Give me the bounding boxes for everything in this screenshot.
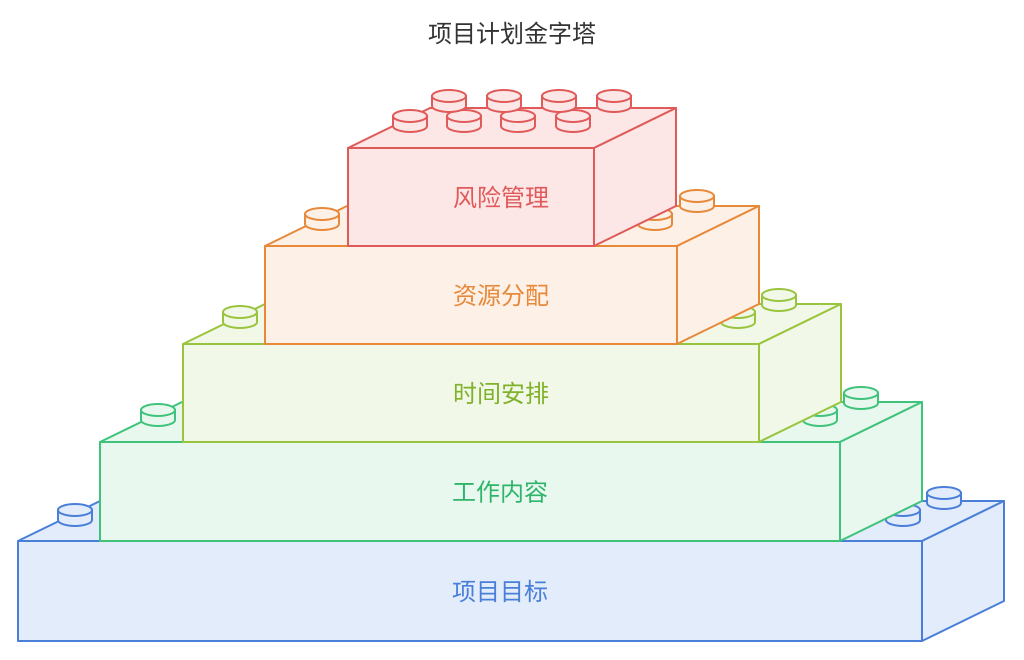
brick-stud xyxy=(500,109,536,133)
brick-stud xyxy=(555,109,591,133)
pyramid-blocks: 项目目标 工作内容 时间安排 资源分配 风险管理 xyxy=(17,89,1005,642)
diagram-title: 项目计划金字塔 xyxy=(428,20,596,48)
layer-label: 风险管理 xyxy=(453,184,549,212)
brick-stud xyxy=(679,189,715,213)
brick-front-face xyxy=(17,540,923,642)
layer-label: 时间安排 xyxy=(453,380,549,408)
brick-stud xyxy=(843,386,879,410)
brick-stud xyxy=(926,486,962,510)
layer-label: 项目目标 xyxy=(452,578,548,606)
brick-stud xyxy=(431,89,467,113)
brick-stud xyxy=(446,109,482,133)
brick-front-face xyxy=(347,147,595,247)
brick-stud xyxy=(541,89,577,113)
pyramid-layer: 风险管理 xyxy=(347,89,677,247)
brick-front-face xyxy=(264,245,678,345)
brick-stud xyxy=(140,403,176,427)
layer-label: 资源分配 xyxy=(453,282,549,310)
brick-stud xyxy=(596,89,632,113)
brick-stud xyxy=(486,89,522,113)
brick-stud xyxy=(304,207,340,231)
brick-front-face xyxy=(182,343,760,443)
layer-label: 工作内容 xyxy=(452,479,548,507)
brick-stud xyxy=(57,503,93,527)
brick-stud xyxy=(392,109,428,133)
brick-stud xyxy=(761,288,797,312)
brick-stud xyxy=(222,305,258,329)
